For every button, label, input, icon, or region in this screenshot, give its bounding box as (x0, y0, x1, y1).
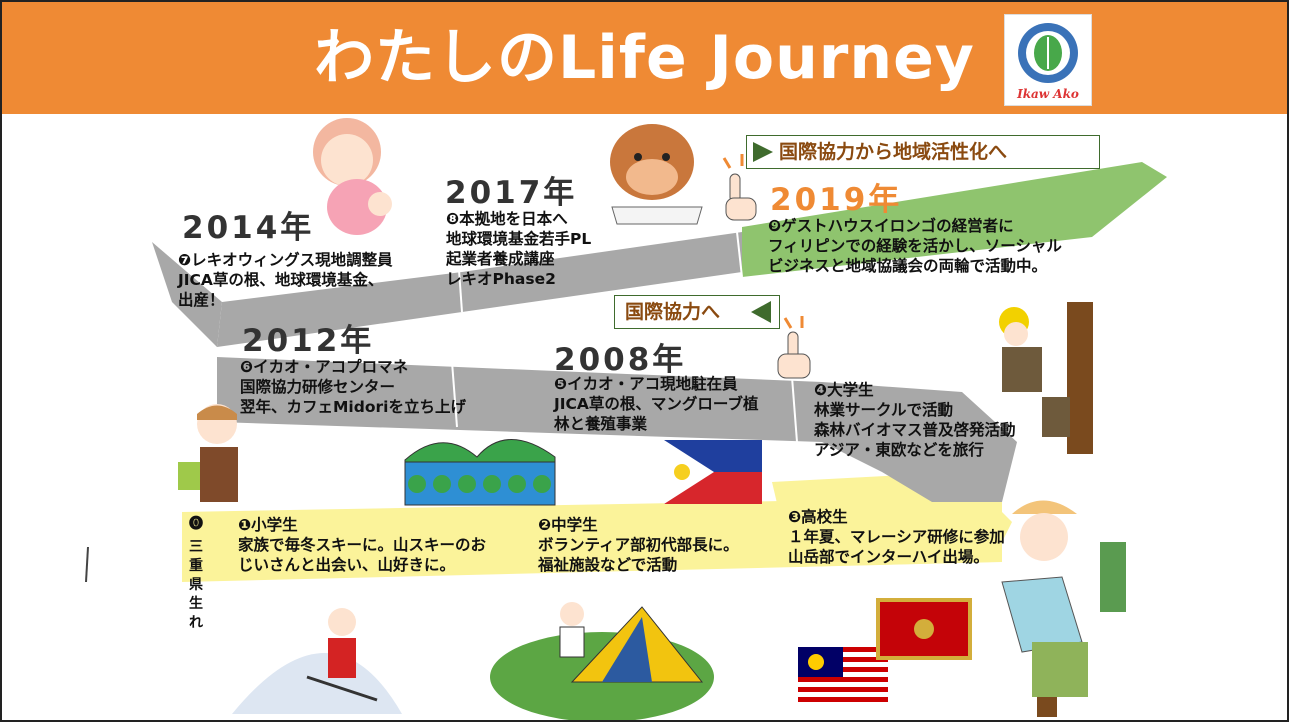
stage-university-line: 森林バイオマス普及啓発活動 (814, 421, 1016, 439)
ikaw-ako-logo: Ikaw Ako (1004, 14, 1092, 106)
banner-international-cooperation: 国際協力へ (614, 295, 780, 329)
slide-title: わたしのLife Journey (314, 23, 975, 93)
stage-2012-line: ❻イカオ・アコプロマネ (240, 358, 409, 376)
stage-elementary-text: ❶小学生 家族で毎冬スキーに。山スキーのお じいさんと出会い、山好きに。 (238, 515, 486, 575)
stage-2019-line: ビジネスと地域協議会の両輪で活動中。 (768, 257, 1048, 275)
stage-university-line: 林業サークルで活動 (814, 401, 954, 419)
road-green (742, 162, 1167, 277)
stage-2014-text: ❼レキオウィングス現地調整員 JICA草の根、地球環境基金、 出産！ (178, 250, 393, 310)
stage-2014-line: 出産！ (178, 291, 225, 309)
stage-highschool-text: ❸高校生 １年夏、マレーシア研修に参加 山岳部でインターハイ出場。 (788, 507, 1005, 567)
malaysia-flag-illustration (798, 647, 888, 707)
stage-elementary-line: 家族で毎冬スキーに。山スキーのお (238, 536, 487, 554)
boar-illustration (610, 124, 703, 225)
stage-2017-text: ❽本拠地を日本へ 地球環境基金若手PL 起業者養成講座 レキオPhase2 (446, 209, 591, 289)
stage-elementary-line: じいさんと出会い、山好きに。 (238, 556, 456, 574)
stage-2014-line: JICA草の根、地球環境基金、 (178, 271, 384, 289)
stage-elementary-line: ❶小学生 (238, 516, 298, 534)
stage-birth-char: 三 (189, 539, 203, 555)
stage-2017-line: 地球環境基金若手PL (446, 230, 592, 248)
stage-2012-line: 翌年、カフェMidoriを立ち上げ (240, 398, 466, 416)
year-2008: 2008年 (554, 342, 687, 378)
banner-mid-label: 国際協力へ (625, 301, 721, 323)
stage-2019-text: ❾ゲストハウスイロンゴの経営者に フィリピンでの経験を活かし、ソーシャル ビジネ… (768, 216, 1062, 276)
stage-2017-line: 起業者養成講座 (446, 250, 555, 268)
tree-climber-illustration (999, 302, 1093, 454)
stage-university-line: アジア・東欧などを旅行 (814, 441, 984, 459)
year-2019: 2019年 (770, 182, 903, 218)
philippines-flag-illustration (664, 440, 762, 504)
arrow-left-icon (751, 301, 771, 323)
mother-baby-illustration (313, 118, 392, 235)
stage-2012-text: ❻イカオ・アコプロマネ 国際協力研修センター 翌年、カフェMidoriを立ち上げ (240, 357, 466, 417)
stage-birth-char: 生 (189, 596, 203, 612)
stage-2014-line: ❼レキオウィングス現地調整員 (178, 251, 393, 269)
banner-regional-revitalization: 国際協力から地域活性化へ (746, 135, 1100, 169)
year-2017: 2017年 (445, 175, 578, 211)
stage-birth-char: 重 (189, 558, 203, 574)
pointing-hand-mid (777, 316, 811, 379)
forest-mountain-illustration (404, 439, 556, 506)
stage-2008-line: ❺イカオ・アコ現地駐在員 (554, 375, 738, 393)
logo-text: Ikaw Ako (1017, 87, 1079, 101)
road-upper-bend (152, 242, 222, 347)
stage-2008-line: JICA草の根、マングローブ植 (554, 395, 759, 413)
stage-birth-text: ⓿ 三 重 県 生 れ (186, 515, 206, 633)
year-2014: 2014年 (182, 210, 315, 246)
stage-birth-mark: ⓿ (189, 516, 203, 532)
stage-juniorhigh-line: ❷中学生 (538, 516, 598, 534)
arrow-right-icon (753, 142, 773, 162)
skier-illustration (232, 608, 402, 714)
stage-highschool-line: 山岳部でインターハイ出場。 (788, 548, 989, 566)
stage-highschool-line: ❸高校生 (788, 508, 848, 526)
montenegro-flag-illustration (876, 598, 972, 660)
stage-2019-line: フィリピンでの経験を活かし、ソーシャル (768, 237, 1062, 255)
stage-2017-line: ❽本拠地を日本へ (446, 210, 568, 228)
pointing-hand-top (722, 154, 757, 221)
stage-2008-text: ❺イカオ・アコ現地駐在員 JICA草の根、マングローブ植 林と養殖事業 (554, 374, 758, 434)
year-2012: 2012年 (242, 323, 375, 359)
road-upper (217, 232, 742, 347)
camping-tent-illustration (490, 602, 714, 720)
stage-juniorhigh-text: ❷中学生 ボランティア部初代部長に。 福祉施設などで活動 (538, 515, 739, 575)
stage-2012-line: 国際協力研修センター (240, 378, 396, 396)
stage-juniorhigh-line: 福祉施設などで活動 (538, 556, 678, 574)
stage-juniorhigh-line: ボランティア部初代部長に。 (538, 536, 739, 554)
cafe-woman-illustration (178, 404, 238, 502)
stage-2017-line: レキオPhase2 (446, 270, 556, 288)
stage-birth-char: 県 (189, 577, 203, 593)
stage-2008-line: 林と養殖事業 (554, 415, 648, 433)
header-bar: わたしのLife Journey Ikaw Ako (2, 2, 1287, 114)
stage-2019-line: ❾ゲストハウスイロンゴの経営者に (768, 217, 1014, 235)
traveler-illustration (1001, 500, 1126, 717)
stage-birth-char: れ (189, 615, 203, 631)
stage-highschool-line: １年夏、マレーシア研修に参加 (788, 528, 1005, 546)
stage-university-text: ❹大学生 林業サークルで活動 森林バイオマス普及啓発活動 アジア・東欧などを旅行 (814, 380, 1016, 460)
banner-top-label: 国際協力から地域活性化へ (779, 141, 1008, 163)
stage-university-line: ❹大学生 (814, 381, 874, 399)
road-lower (217, 357, 1017, 502)
